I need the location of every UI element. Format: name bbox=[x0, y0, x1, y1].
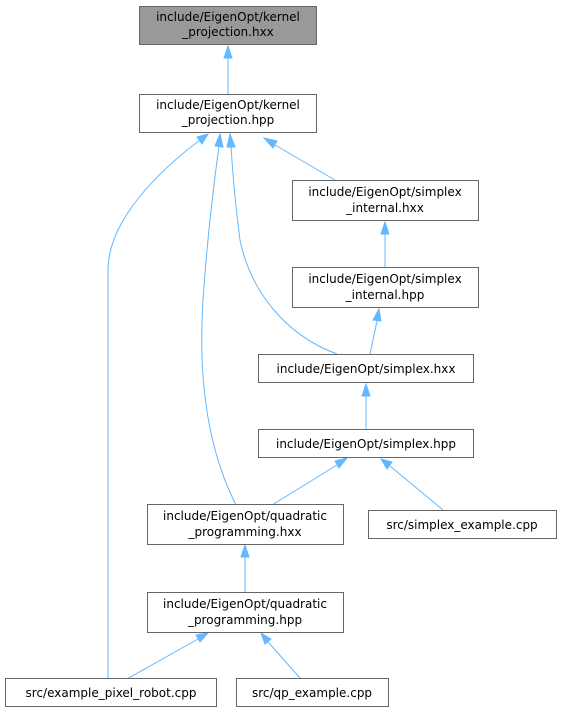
node-label-line: include/EigenOpt/kernel bbox=[156, 98, 300, 112]
edge-pixel-robot-to-quadratic-hpp bbox=[126, 632, 210, 680]
edge-simplex-hxx-to-kernel-hpp bbox=[226, 132, 338, 355]
edge-pixel-robot-to-kernel-hpp bbox=[107, 133, 210, 679]
edge-qp-example-to-quadratic-hpp bbox=[260, 631, 302, 680]
edge-quadratic-hpp-to-hxx bbox=[240, 543, 250, 592]
node-label-line: include/EigenOpt/quadratic bbox=[163, 597, 327, 611]
node-label-line: _programming.hpp bbox=[187, 613, 302, 627]
node-example-pixel-robot-cpp[interactable]: src/example_pixel_robot.cpp bbox=[5, 678, 217, 707]
edge-quadratic-hxx-to-kernel-hpp bbox=[201, 132, 237, 506]
node-kernel-projection-hpp[interactable]: include/EigenOpt/kernel _projection.hpp bbox=[139, 94, 317, 133]
node-simplex-hpp[interactable]: include/EigenOpt/simplex.hpp bbox=[258, 429, 474, 458]
nodes: include/EigenOpt/kernel _projection.hxx … bbox=[5, 6, 557, 707]
node-label-line: include/EigenOpt/simplex.hxx bbox=[277, 362, 456, 376]
node-qp-example-cpp[interactable]: src/qp_example.cpp bbox=[236, 678, 389, 707]
node-label-line: include/EigenOpt/kernel bbox=[156, 10, 300, 24]
node-label-line: src/example_pixel_robot.cpp bbox=[26, 686, 197, 700]
node-label-line: _projection.hxx bbox=[181, 25, 274, 39]
node-label-line: _programming.hxx bbox=[187, 525, 301, 539]
edge-simplex-example-to-simplex-hpp bbox=[379, 458, 444, 511]
edge-quadratic-hxx-to-simplex-hpp bbox=[271, 457, 349, 506]
node-label-line: include/EigenOpt/simplex bbox=[308, 185, 461, 199]
node-label-line: include/EigenOpt/simplex bbox=[308, 272, 461, 286]
edge-simplex-internal-hxx-to-kernel-hpp bbox=[262, 137, 336, 181]
edges bbox=[107, 44, 444, 680]
node-label-line: _internal.hxx bbox=[345, 201, 424, 215]
node-label-line: _internal.hpp bbox=[345, 288, 425, 302]
node-label-line: src/simplex_example.cpp bbox=[386, 518, 537, 532]
node-simplex-hxx[interactable]: include/EigenOpt/simplex.hxx bbox=[258, 354, 474, 383]
edge-simplex-hpp-to-hxx bbox=[361, 382, 371, 429]
node-simplex-internal-hpp[interactable]: include/EigenOpt/simplex _internal.hpp bbox=[292, 267, 479, 308]
node-label-line: include/EigenOpt/quadratic bbox=[163, 509, 327, 523]
node-simplex-example-cpp[interactable]: src/simplex_example.cpp bbox=[368, 510, 557, 539]
edge-simplex-hxx-to-internal-hpp bbox=[369, 307, 382, 355]
node-simplex-internal-hxx[interactable]: include/EigenOpt/simplex _internal.hxx bbox=[292, 180, 479, 221]
node-quadratic-programming-hxx[interactable]: include/EigenOpt/quadratic _programming.… bbox=[147, 504, 344, 545]
node-label-line: include/EigenOpt/simplex.hpp bbox=[276, 437, 456, 451]
node-label-line: _projection.hpp bbox=[181, 113, 275, 127]
edge-kernel-hpp-to-kernel-hxx bbox=[223, 44, 233, 94]
node-quadratic-programming-hpp[interactable]: include/EigenOpt/quadratic _programming.… bbox=[147, 592, 344, 633]
edge-simplex-internal-hpp-to-hxx bbox=[380, 220, 390, 267]
node-label-line: src/qp_example.cpp bbox=[252, 686, 372, 700]
node-kernel-projection-hxx[interactable]: include/EigenOpt/kernel _projection.hxx bbox=[139, 6, 317, 45]
